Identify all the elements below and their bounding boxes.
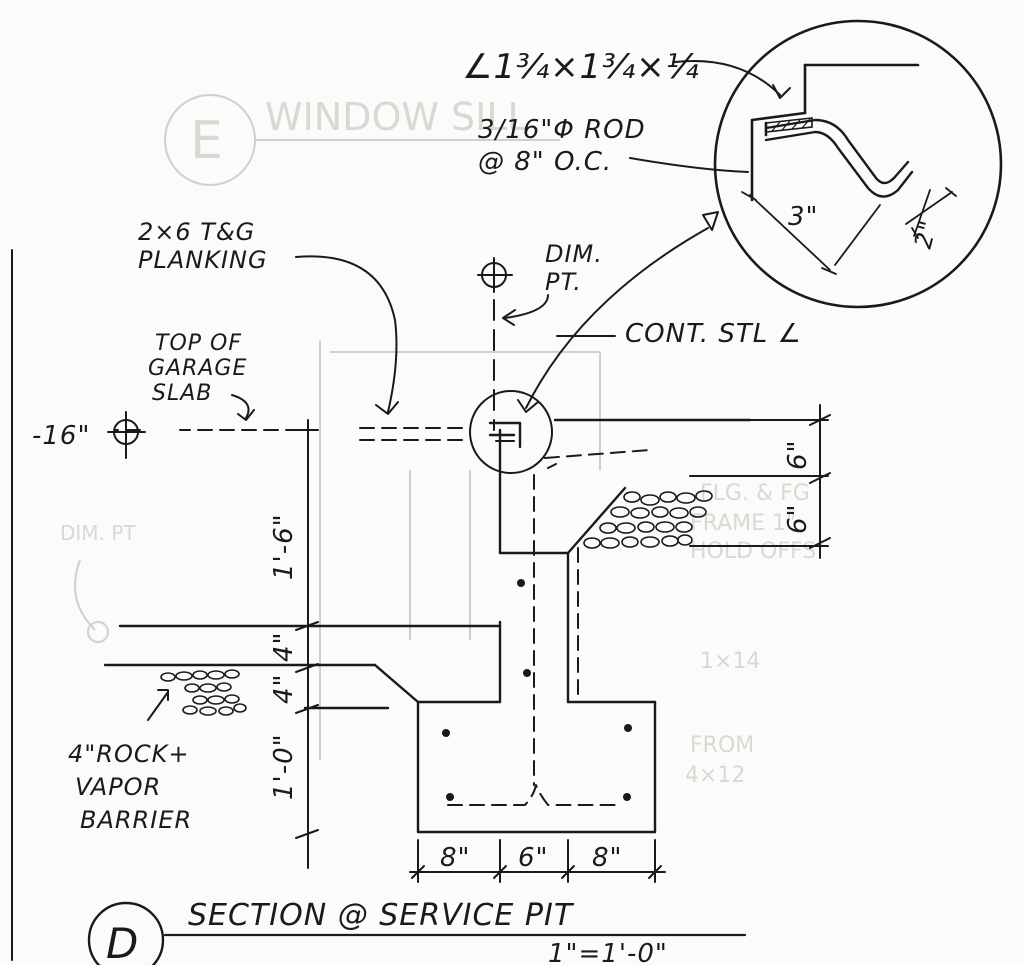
svg-text:FROM: FROM [690, 733, 754, 758]
section-title: SECTION @ SERVICE PIT [188, 898, 575, 933]
footing-dim-8-right: 8" [592, 843, 623, 873]
section-letter: D [106, 919, 139, 965]
cont-steel-angle-label: CONT. STL ∠ [625, 319, 802, 349]
dim-1-0: 1'-0" [269, 733, 299, 800]
anchor-bolts [442, 579, 632, 801]
elevation-label: -16" [32, 421, 90, 451]
rock-fill-right [583, 490, 713, 549]
svg-text:DIM. PT: DIM. PT [60, 521, 136, 545]
footing-dim-8-left: 8" [440, 843, 471, 873]
dim-4-lower: 4" [269, 673, 299, 704]
detail-callout-small [469, 390, 557, 474]
dim-4-upper: 4" [269, 631, 299, 662]
dim-pt-label-line2: PT. [545, 268, 582, 296]
detail-dim-2: 2" [909, 217, 943, 252]
svg-text:HOLD OFFS: HOLD OFFS [690, 539, 816, 564]
rock-label-line2: VAPOR [75, 773, 161, 801]
garage-slab-line1: TOP OF [155, 331, 242, 356]
dim-6-upper: 6" [783, 439, 813, 470]
planking-label-line2: PLANKING [138, 246, 268, 274]
section-title-block: D SECTION @ SERVICE PIT 1"=1'-0" [87, 898, 747, 965]
concrete-wall-and-footing [103, 418, 752, 834]
background-ghost-marks: E WINDOW SILL DIM. PT FLG. & FG FRAME 1"… [60, 94, 816, 788]
svg-text:E: E [190, 111, 223, 171]
rock-label-line3: BARRIER [80, 806, 192, 834]
dim-pt-label-line1: DIM. [545, 240, 603, 268]
rod-spec-line1: 3/16"Φ ROD [478, 115, 646, 145]
angle-spec-label: ∠1¾×1¾×¼ [462, 47, 700, 87]
dimension-lines [11, 249, 831, 961]
leader-lines [147, 60, 791, 721]
rock-fill-left [160, 669, 247, 716]
scale-label: 1"=1'-0" [548, 939, 668, 965]
rock-label-line1: 4"ROCK+ [68, 740, 189, 768]
svg-text:FRAME 1": FRAME 1" [690, 511, 796, 536]
garage-slab-line2: GARAGE [148, 356, 247, 381]
detail-dim-3: 3" [788, 202, 819, 232]
svg-text:WINDOW SILL: WINDOW SILL [265, 95, 529, 139]
dim-pt-symbols [107, 257, 513, 459]
svg-text:FLG. & FG: FLG. & FG [700, 481, 810, 506]
garage-slab-line3: SLAB [152, 381, 212, 406]
footing-dim-6: 6" [518, 843, 549, 873]
rod-spec-line2: @ 8" O.C. [478, 147, 612, 177]
dim-6-lower: 6" [783, 503, 813, 534]
svg-text:1×14: 1×14 [700, 649, 760, 674]
detail-callout-enlarged [713, 19, 1003, 309]
dim-1-6: 1'-6" [269, 513, 299, 580]
rebar-dashed [114, 427, 651, 806]
planking-label-line1: 2×6 T&G [138, 218, 255, 246]
svg-text:4×12: 4×12 [685, 763, 745, 788]
